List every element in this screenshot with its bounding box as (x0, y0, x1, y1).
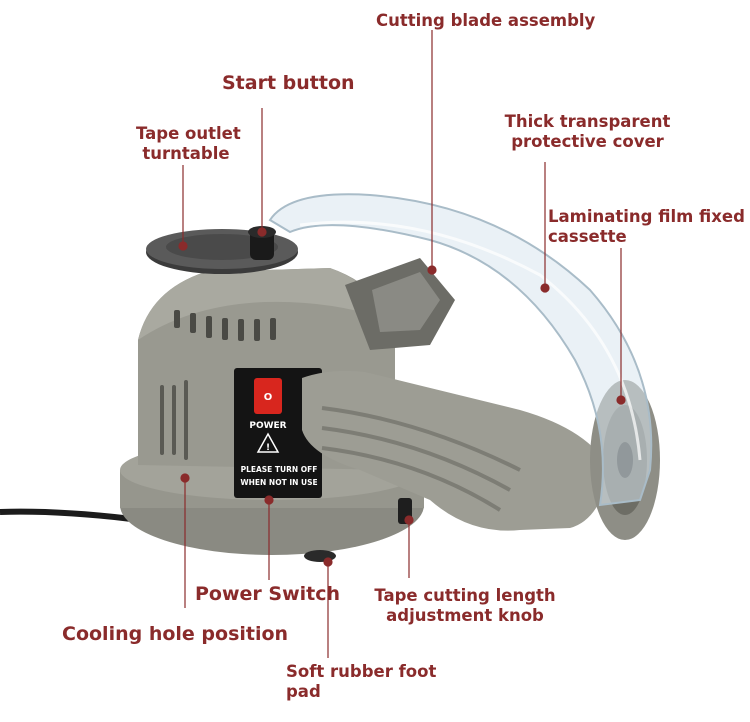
label-cutting-blade-assembly: Cutting blade assembly (376, 11, 596, 30)
arm-housing (302, 370, 610, 531)
label-tape-outlet-turntable: Tape outlet turntable (136, 124, 241, 163)
svg-text:!: ! (266, 443, 270, 453)
label-start-button: Start button (222, 72, 355, 94)
dome-top (138, 268, 390, 340)
power-switch (254, 378, 282, 414)
warning-text-line-1: PLEASE TURN OFF (241, 465, 318, 474)
arm-ribs (321, 406, 521, 512)
warning-icon (256, 432, 280, 453)
power-text: POWER (249, 421, 286, 431)
dome-cooling-slots (174, 310, 276, 341)
label-cassette: Laminating film fixed cassette (548, 207, 745, 246)
warning-text-line-2: WHEN NOT IN USE (240, 478, 317, 487)
start-button-shaft (250, 230, 274, 260)
side-cooling-slots (160, 380, 188, 460)
power-cord (0, 508, 141, 523)
label-protective-cover: Thick transparent protective cover (504, 112, 671, 151)
transparent-cover (268, 193, 653, 507)
label-power-switch: Power Switch (195, 583, 341, 605)
label-cooling-hole-position: Cooling hole position (62, 623, 289, 645)
label-rubber-foot-pad: Soft rubber foot pad (286, 662, 437, 701)
switch-mark: O (264, 392, 273, 403)
leader-lines (178, 30, 626, 658)
label-adjustment-knob: Tape cutting length adjustment knob (374, 586, 556, 625)
